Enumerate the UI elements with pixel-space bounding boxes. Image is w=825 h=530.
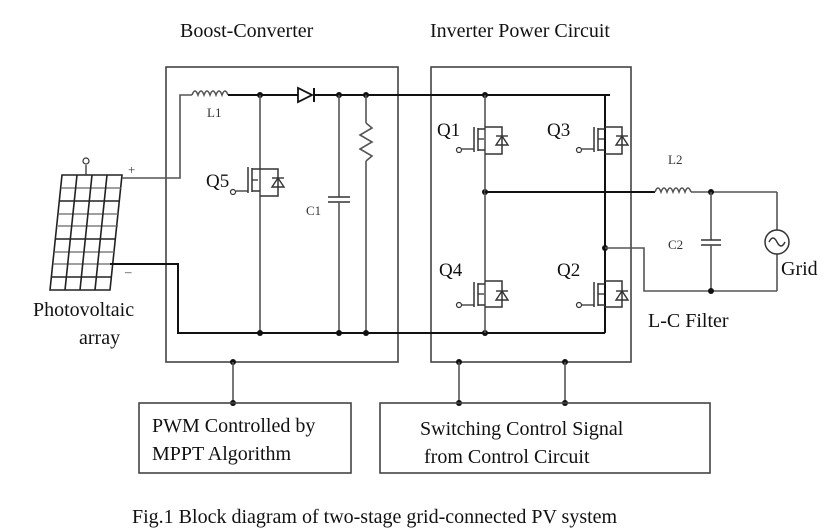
pv-array-label-1: Photovoltaic — [33, 299, 134, 321]
diode-icon — [297, 86, 315, 104]
c1-label: C1 — [306, 203, 321, 218]
inductor-l2-icon — [654, 187, 692, 195]
l1-label: L1 — [207, 105, 221, 120]
q2-label: Q2 — [557, 260, 580, 281]
inverter-title: Inverter Power Circuit — [430, 20, 610, 42]
l2-label: L2 — [668, 152, 682, 167]
ac-grid-source-icon — [764, 229, 790, 255]
q1-label: Q1 — [437, 120, 460, 141]
pv-plus-label: + — [128, 162, 135, 177]
c2-label: C2 — [668, 237, 683, 252]
inverter-block — [430, 66, 632, 363]
boost-converter-title: Boost-Converter — [180, 20, 314, 42]
pwm-mppt-block — [138, 402, 352, 474]
wire-pv-positive — [122, 94, 192, 179]
switch-q3-icon — [575, 126, 630, 155]
switching-label-1: Switching Control Signal — [420, 418, 624, 440]
q3-label: Q3 — [547, 120, 570, 141]
pv-minus-label: – — [124, 264, 132, 279]
switch-q4-icon — [455, 280, 510, 309]
switching-label-2: from Control Circuit — [424, 446, 590, 468]
wire-pv-negative — [110, 263, 425, 334]
switch-q2-icon — [575, 280, 630, 309]
q5-label: Q5 — [206, 171, 229, 192]
switching-control-block — [379, 402, 711, 474]
switch-q5-icon — [229, 167, 286, 197]
pwm-label-1: PWM Controlled by — [152, 415, 315, 437]
inductor-l1-icon — [191, 90, 229, 98]
boost-converter-block — [165, 66, 399, 363]
switch-q1-icon — [455, 126, 510, 155]
figure-caption: Fig.1 Block diagram of two-stage grid-co… — [132, 506, 618, 528]
q4-label: Q4 — [439, 260, 463, 281]
resistor-icon — [358, 122, 374, 162]
pv-array-icon — [49, 157, 123, 291]
lc-filter-label: L-C Filter — [648, 310, 729, 332]
pwm-label-2: MPPT Algorithm — [152, 443, 292, 465]
grid-label: Grid — [781, 258, 818, 280]
pv-array-label-2: array — [79, 327, 120, 349]
